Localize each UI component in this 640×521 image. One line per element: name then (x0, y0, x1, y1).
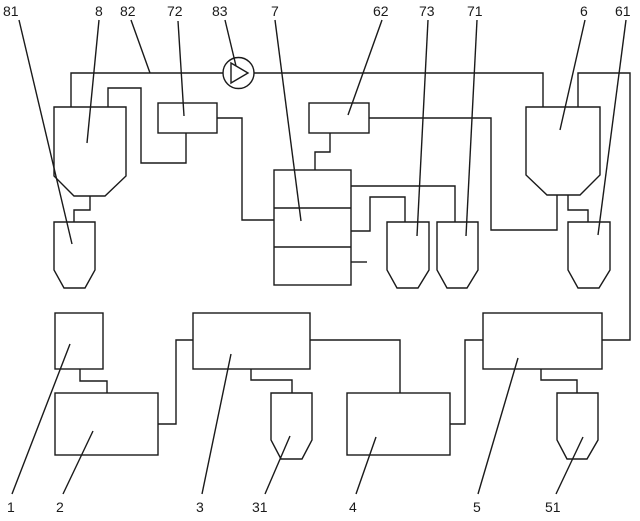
label-3: 3 (196, 499, 204, 515)
label-73: 73 (419, 3, 435, 19)
leader-83 (224, 19, 237, 67)
line-4-to-5 (450, 339, 483, 425)
box-1 (54, 312, 104, 370)
label-6: 6 (580, 3, 588, 19)
pipe-82-right (254, 72, 544, 107)
leader-8 (86, 19, 100, 144)
collector-61 (567, 221, 611, 289)
leader-5 (477, 357, 519, 495)
label-71: 71 (467, 3, 483, 19)
box-62 (308, 102, 370, 134)
equipment (53, 56, 611, 460)
leader-31 (264, 435, 291, 495)
collector-31 (270, 392, 313, 460)
leader-6 (559, 19, 586, 131)
line-6-to-61 (567, 195, 589, 222)
leader-73 (416, 19, 429, 237)
box-4 (346, 392, 451, 456)
leader-4 (355, 436, 377, 495)
label-4: 4 (349, 499, 357, 515)
line-72-to-7 (217, 117, 274, 221)
pipe-6-down-to-5 (577, 72, 631, 341)
hopper-6 (525, 106, 601, 196)
leader-72 (177, 20, 185, 117)
leader-3 (201, 353, 232, 495)
label-81: 81 (3, 3, 19, 19)
label-8: 8 (95, 3, 103, 19)
pump-icon (222, 56, 255, 90)
reference-labels: 81 8 82 72 83 7 62 73 71 6 61 1 2 3 31 4… (3, 3, 631, 515)
box-2 (54, 392, 159, 456)
leader-lines (11, 19, 627, 495)
line-8-to-81 (73, 196, 91, 222)
label-1: 1 (7, 499, 15, 515)
label-83: 83 (212, 3, 228, 19)
collector-51 (556, 392, 599, 460)
line-8-to-72 (107, 87, 187, 164)
box-72 (157, 102, 218, 134)
line-1-to-2 (79, 369, 108, 393)
box-5 (482, 312, 603, 370)
line-62-to-6 (369, 117, 558, 231)
label-82: 82 (120, 3, 136, 19)
label-5: 5 (473, 499, 481, 515)
leader-51 (555, 436, 584, 495)
pipe-82-left (70, 72, 223, 107)
leader-61 (597, 19, 627, 236)
leader-82 (130, 19, 151, 74)
line-3-to-31 (250, 369, 293, 393)
hopper-8 (53, 106, 127, 197)
leader-71 (465, 19, 478, 237)
label-2: 2 (56, 499, 64, 515)
leader-2 (62, 430, 94, 495)
leader-7 (274, 19, 302, 222)
leader-1 (11, 343, 71, 495)
line-3-to-4 (310, 339, 401, 393)
connection-lines (70, 72, 631, 425)
label-7: 7 (271, 3, 279, 19)
leader-81 (18, 19, 73, 245)
box-3 (192, 312, 311, 370)
line-2-to-3 (158, 339, 193, 425)
label-61: 61 (615, 3, 631, 19)
unit-7 (273, 169, 352, 286)
line-5-to-51 (540, 369, 578, 393)
line-7-to-71 (351, 185, 456, 222)
label-72: 72 (167, 3, 183, 19)
leader-62 (347, 19, 383, 116)
label-62: 62 (373, 3, 389, 19)
label-51: 51 (545, 499, 561, 515)
line-7-to-73 (351, 196, 406, 232)
label-31: 31 (252, 499, 268, 515)
collector-73 (386, 221, 430, 289)
line-62-to-7 (314, 133, 331, 170)
collector-71 (436, 221, 479, 289)
collector-81 (53, 221, 96, 289)
